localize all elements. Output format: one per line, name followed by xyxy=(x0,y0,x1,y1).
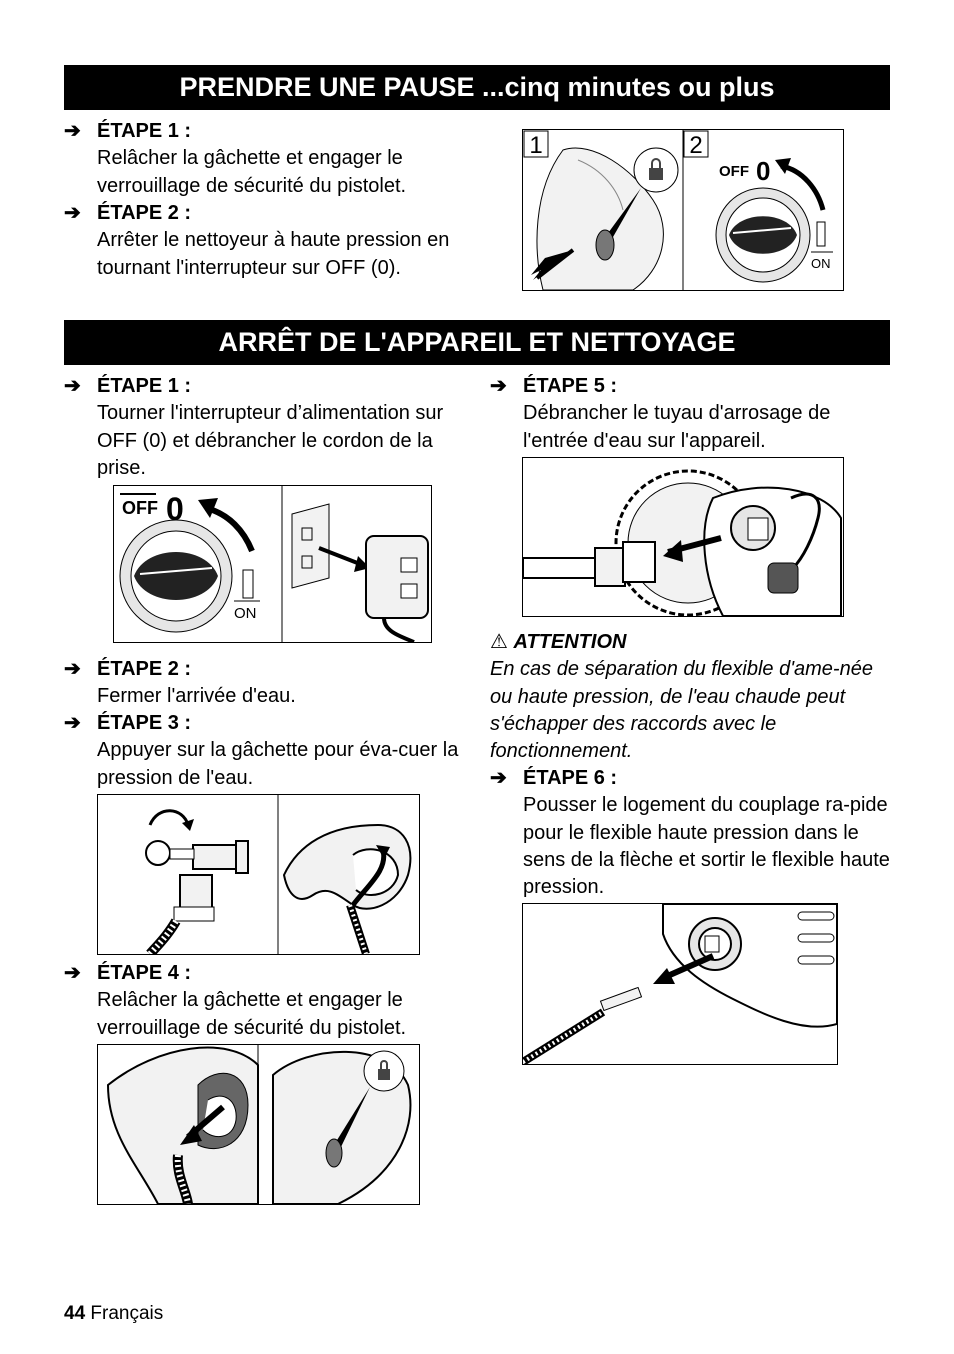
off-label: OFF xyxy=(122,498,158,518)
attention-title: ATTENTION xyxy=(513,631,627,653)
zero-label: 0 xyxy=(756,156,770,186)
arrow-right-icon: ➔ xyxy=(490,375,507,397)
step-text: Arrêter le nettoyeur à haute pression en… xyxy=(97,229,450,279)
pause-step-2: ➔ ÉTAPE 2 : Arrêter le nettoyeur à haute … xyxy=(64,200,474,282)
arret-step-3: ➔ ÉTAPE 3 : Appuyer sur la gâchette pour … xyxy=(64,710,474,792)
panel-number: 1 xyxy=(529,132,542,159)
off-label: OFF xyxy=(719,163,749,180)
step-label: ÉTAPE 1 : xyxy=(97,120,192,142)
arrow-right-icon: ➔ xyxy=(64,120,81,142)
on-label: ON xyxy=(811,256,831,271)
step-label: ÉTAPE 2 : xyxy=(97,202,192,224)
arret-step-6: ➔ ÉTAPE 6 : Pousser le logement du coupla… xyxy=(490,765,900,901)
step-text: Pousser le logement du couplage ra-pide … xyxy=(523,794,890,899)
step-text: Relâcher la gâchette et engager le verro… xyxy=(97,147,407,197)
arrow-right-icon: ➔ xyxy=(64,712,81,734)
figure-pause: 1 2 OFF 0 ON xyxy=(522,129,844,291)
figure-arret-step5 xyxy=(522,457,844,617)
arret-step-5: ➔ ÉTAPE 5 : Débrancher le tuyau d'arrosag… xyxy=(490,373,900,455)
figure-arret-step2-3 xyxy=(97,794,420,955)
step-text: Relâcher la gâchette et engager le verro… xyxy=(97,989,407,1039)
panel-number: 2 xyxy=(689,132,702,159)
arret-step-2: ➔ ÉTAPE 2 : Fermer l'arrivée d'eau. xyxy=(64,656,474,711)
figure-arret-step1: OFF 0 ON xyxy=(113,485,432,643)
attention-notice: ⚠ ATTENTION En cas de séparation du flex… xyxy=(490,629,900,765)
step-text: Fermer l'arrivée d'eau. xyxy=(97,685,296,708)
step-text: Appuyer sur la gâchette pour éva-cuer la… xyxy=(97,739,459,789)
arrow-right-icon: ➔ xyxy=(64,658,81,680)
step-text: Tourner l'interrupteur d’alimentation su… xyxy=(97,402,444,479)
arrow-right-icon: ➔ xyxy=(64,202,81,224)
step-label: ÉTAPE 4 : xyxy=(97,962,192,984)
attention-text: En cas de séparation du flexible d'ame-n… xyxy=(490,658,873,763)
step-label: ÉTAPE 6 : xyxy=(523,767,618,789)
page-number: 44 xyxy=(64,1303,86,1324)
section-title-pause: PRENDRE UNE PAUSE ...cinq minutes ou plu… xyxy=(64,65,890,110)
zero-label: 0 xyxy=(166,491,184,527)
arret-step-1: ➔ ÉTAPE 1 : Tourner l'interrupteur d’alim… xyxy=(64,373,474,482)
figure-arret-step4 xyxy=(97,1044,420,1205)
step-label: ÉTAPE 1 : xyxy=(97,375,192,397)
page-language: Français xyxy=(90,1303,164,1324)
arrow-right-icon: ➔ xyxy=(64,375,81,397)
step-text: Débrancher le tuyau d'arrosage de l'entr… xyxy=(523,402,831,452)
on-label: ON xyxy=(234,605,257,622)
step-label: ÉTAPE 5 : xyxy=(523,375,618,397)
page-footer: 44 Français xyxy=(64,1303,163,1325)
section-title-arret: ARRÊT DE L'APPAREIL ET NETTOYAGE xyxy=(64,320,890,365)
arrow-right-icon: ➔ xyxy=(64,962,81,984)
step-label: ÉTAPE 3 : xyxy=(97,712,192,734)
pause-step-1: ➔ ÉTAPE 1 : Relâcher la gâchette et engag… xyxy=(64,118,474,200)
arret-step-4: ➔ ÉTAPE 4 : Relâcher la gâchette et engag… xyxy=(64,960,474,1042)
warning-icon: ⚠ xyxy=(490,631,508,653)
arrow-right-icon: ➔ xyxy=(490,767,507,789)
step-label: ÉTAPE 2 : xyxy=(97,658,192,680)
figure-arret-step6 xyxy=(522,903,838,1065)
